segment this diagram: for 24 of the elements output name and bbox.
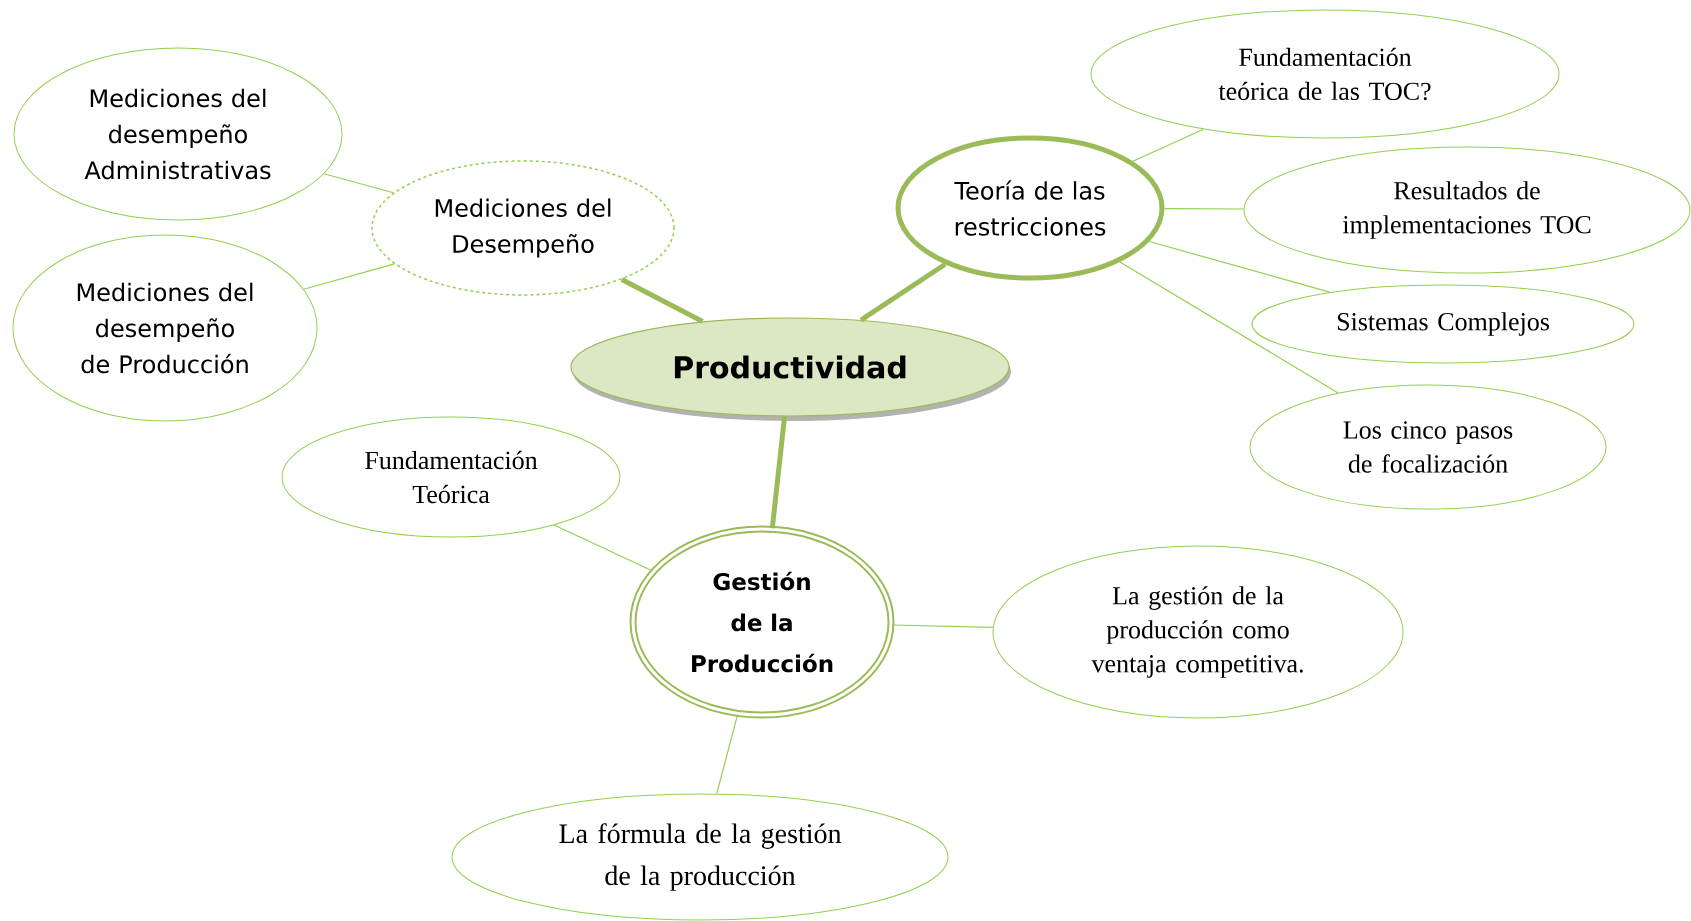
connector-line [303,263,395,290]
ellipse-node: Fundamentación Teórica [281,416,621,538]
ellipse-node: Resultados de implementaciones TOC [1243,146,1691,274]
connector-line [1163,208,1245,210]
connector-line [891,624,994,628]
ellipse-node: Los cinco pasos de focalización [1249,384,1607,510]
connector-line [1119,261,1339,394]
connector-line [553,524,654,572]
ellipse-node: Mediciones del Desempeño [371,160,675,296]
connector-line [769,416,788,529]
connector-line [1148,240,1331,293]
ellipse-node: Teoría de las restricciones [895,135,1165,281]
ellipse-node: Sistemas Complejos [1251,284,1635,364]
connector-line [620,277,704,324]
connector-line [323,173,395,194]
connector-line [716,713,739,795]
connector-line [1132,128,1205,162]
ellipse-node: La gestión de la producción como ventaja competitiva. [992,545,1404,719]
ellipse-node: Mediciones del desempeño de Producción [12,234,318,422]
ellipse-node: Mediciones del desempeño Administrativas [13,47,343,221]
connector-line [859,262,947,323]
ellipse-node: Fundamentación teórica de las TOC? [1090,9,1560,139]
ellipse-node: La fórmula de la gestión de la producción [451,793,949,921]
ellipse-node: Gestión de la Producción [629,525,895,719]
